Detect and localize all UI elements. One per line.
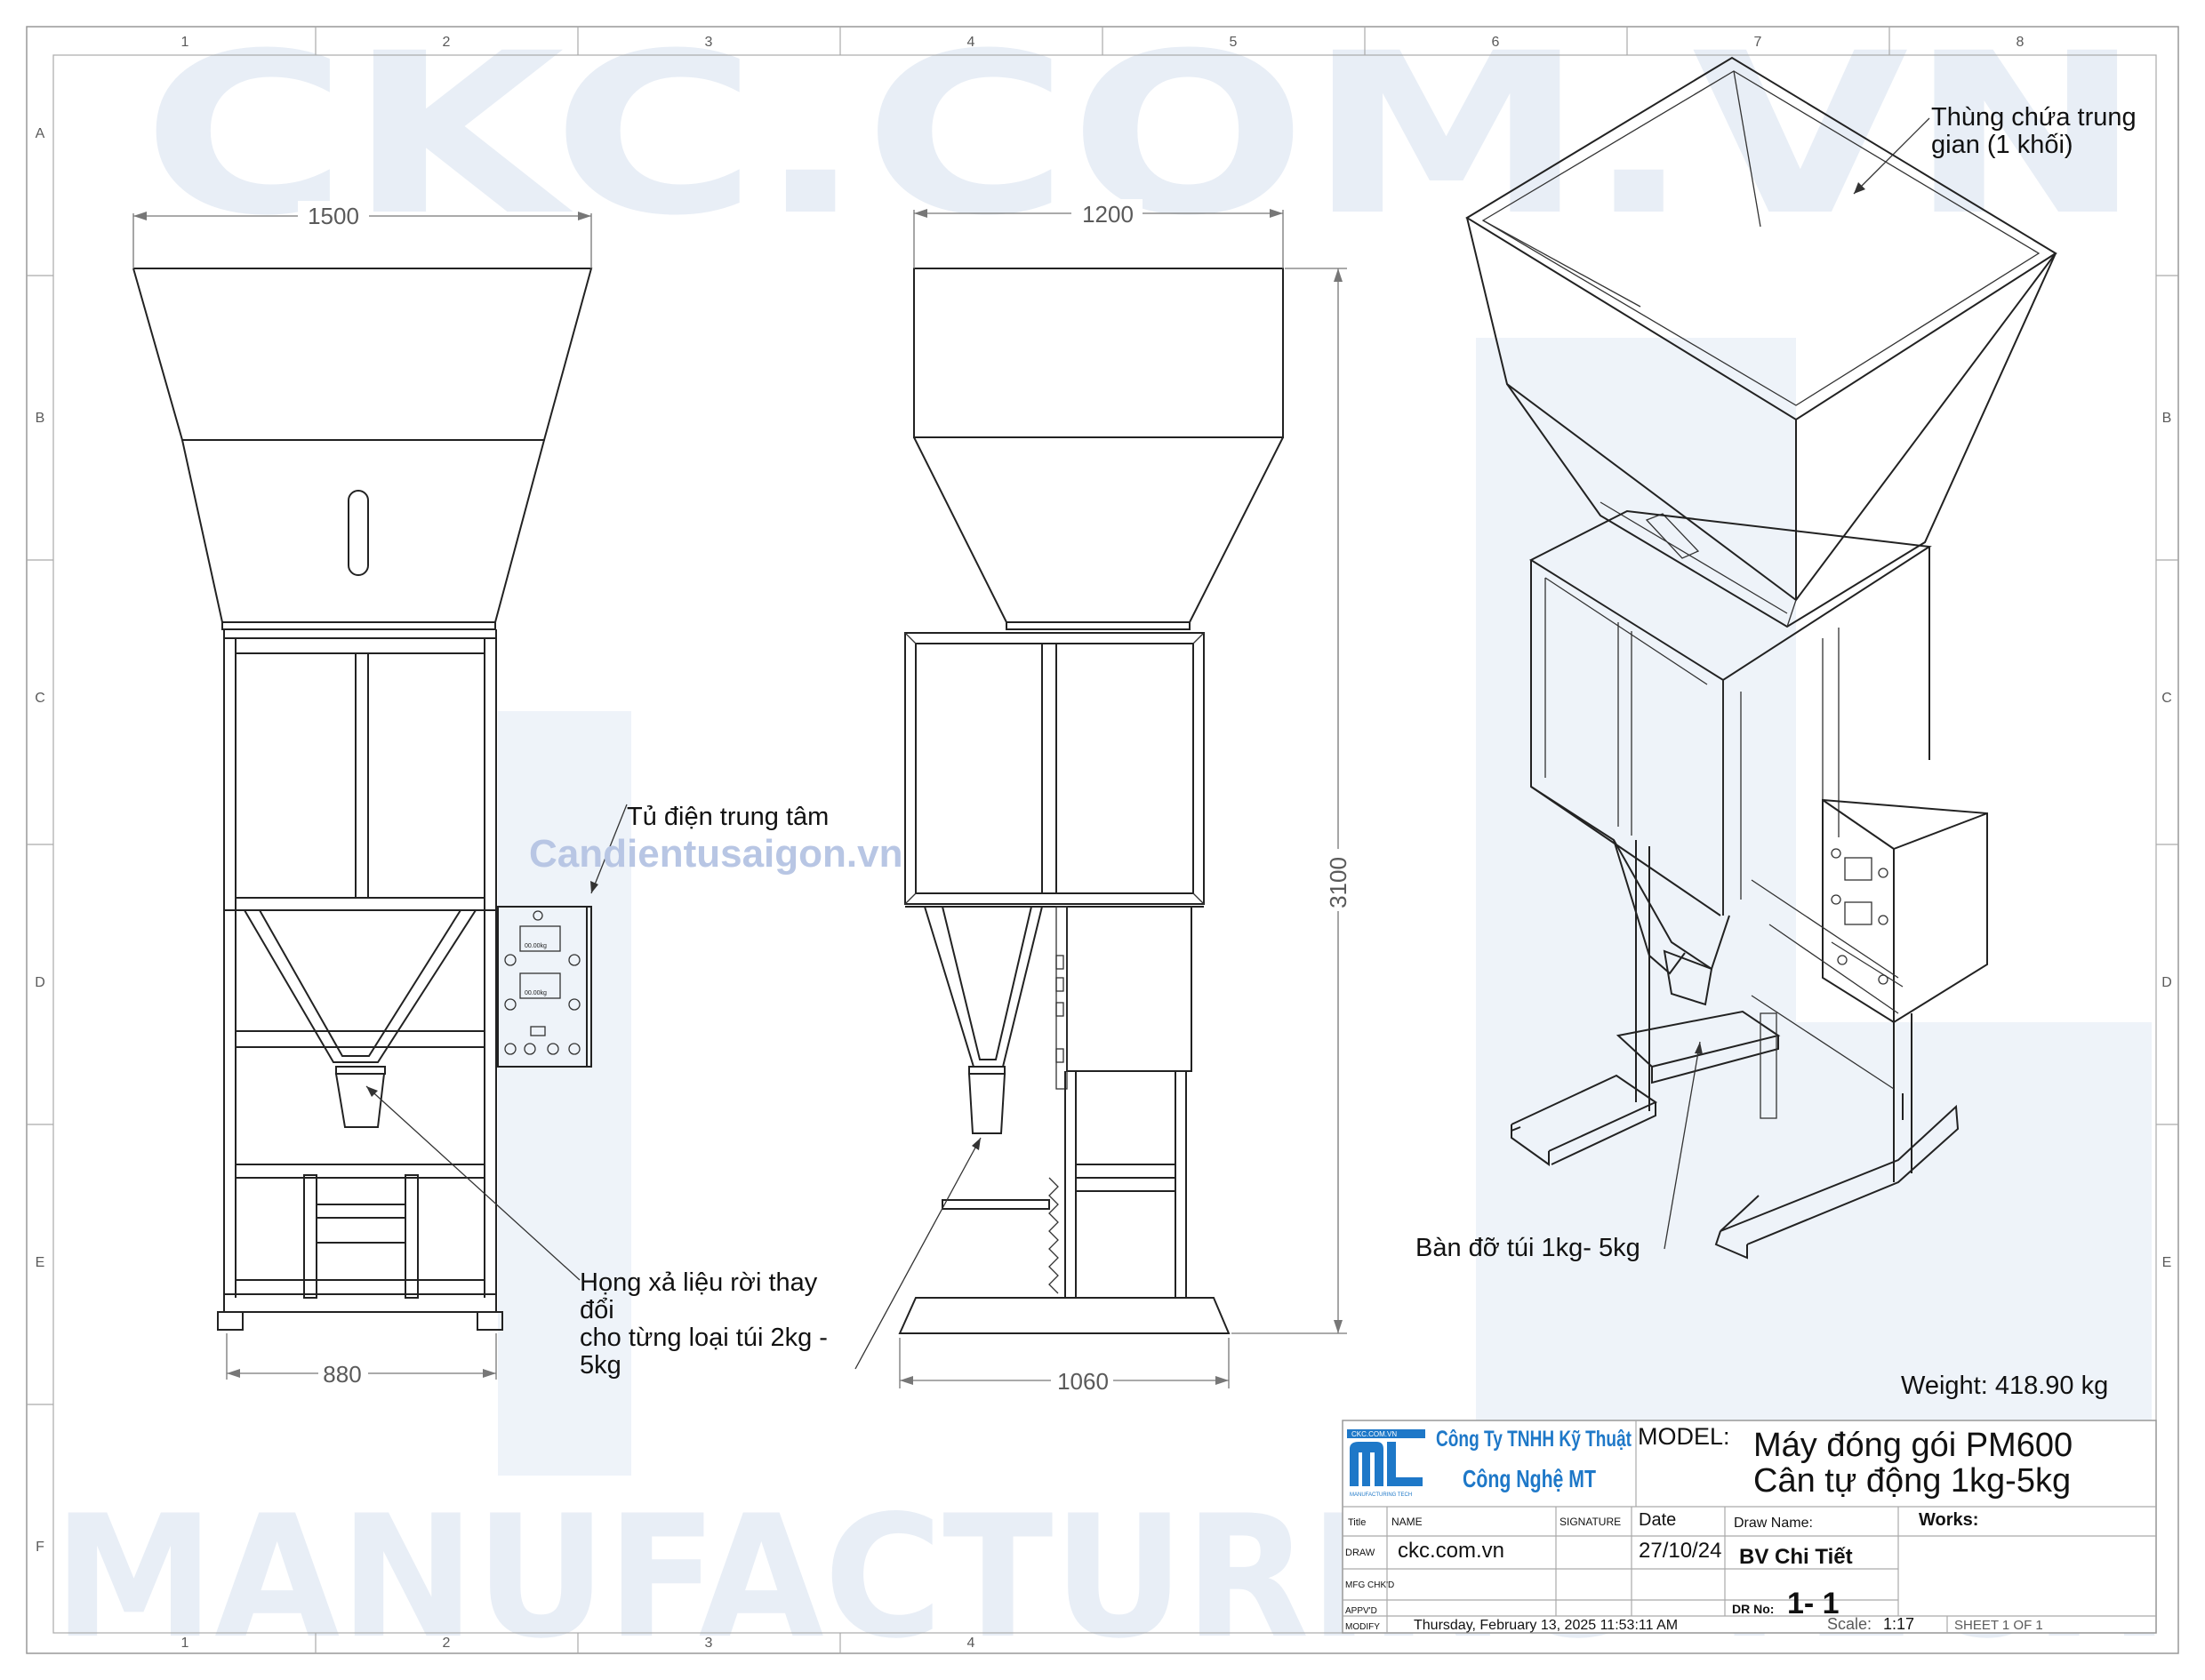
model-label: MODEL:: [1638, 1423, 1730, 1450]
column-number: 5: [1230, 35, 1238, 50]
row-letter: C: [2161, 691, 2172, 706]
column-number: 3: [705, 1636, 713, 1651]
callout-hopper-line1: Thùng chứa trung: [1931, 103, 2137, 132]
front-view: 00.00kg 00.00kg: [132, 268, 593, 1331]
column-number: 4: [967, 1636, 975, 1651]
callout-hopper-line2: gian (1 khối): [1931, 131, 2073, 159]
company-name-line2: Công Nghệ MT: [1463, 1465, 1596, 1492]
dimension-front-top: 1500: [308, 203, 359, 229]
side-view: [898, 268, 1284, 1334]
display-readout: 00.00kg: [525, 943, 547, 949]
row-appvd: APPV'D: [1345, 1606, 1377, 1616]
logo-mark: [1350, 1442, 1383, 1486]
column-number: 2: [443, 35, 451, 50]
row-mfg-chkd: MFG CHK'D: [1345, 1580, 1394, 1590]
row-letter: E: [36, 1255, 45, 1270]
row-draw: DRAW: [1345, 1548, 1375, 1558]
column-number: 8: [2017, 35, 2025, 50]
row-letter: B: [2162, 411, 2172, 426]
scale-value: 1:17: [1883, 1615, 1914, 1633]
callout-chute-line2: đổi: [580, 1296, 614, 1324]
works-label: Works:: [1919, 1510, 1978, 1530]
callout-chute-line4: 5kg: [580, 1351, 621, 1380]
row-letter: C: [35, 691, 45, 706]
watermark-shape: [1796, 1022, 2152, 1467]
callout-table: Bàn đỡ túi 1kg- 5kg: [1415, 1234, 1640, 1262]
model-line2: Cân tự động 1kg-5kg: [1753, 1462, 2071, 1500]
column-number: 3: [705, 35, 713, 50]
watermark-site: Candientusaigon.vn: [529, 832, 902, 876]
row-letter: D: [35, 975, 45, 990]
logo-bottom-text: MANUFACTURING TECH: [1350, 1492, 1412, 1498]
company-name-line1: Công Ty TNHH Kỹ Thuật: [1436, 1427, 1632, 1452]
dr-no-label: DR No:: [1732, 1602, 1774, 1616]
logo-mark: [1387, 1442, 1423, 1486]
callouts: Thùng chứa trung gian (1 khối) Tủ điện t…: [365, 103, 2137, 1400]
row-letter: F: [36, 1540, 44, 1555]
draw-date: 27/10/24: [1639, 1539, 1721, 1563]
column-number: 7: [1754, 35, 1762, 50]
drawing-name: BV Chi Tiết: [1739, 1545, 1853, 1569]
scale-label: Scale:: [1827, 1615, 1872, 1633]
modify-date: Thursday, February 13, 2025 11:53:11 AM: [1414, 1618, 1678, 1633]
callout-chute-line1: Họng xả liệu rời thay: [580, 1268, 818, 1297]
row-letter: B: [36, 411, 45, 426]
callout-chute-line3: cho từng loại túi 2kg -: [580, 1324, 828, 1352]
dimension-side-base: 1060: [1057, 1368, 1109, 1395]
sheet-number: SHEET 1 OF 1: [1954, 1618, 2043, 1633]
row-letter: A: [36, 126, 45, 141]
weight-label: Weight: 418.90 kg: [1901, 1372, 2108, 1400]
col-date: Date: [1639, 1510, 1676, 1530]
row-letter: E: [2162, 1255, 2172, 1270]
draw-name-label: Draw Name:: [1734, 1516, 1813, 1531]
watermark-shape: [498, 711, 631, 1476]
row-modify: MODIFY: [1345, 1622, 1380, 1632]
callout-panel: Tủ điện trung tâm: [627, 803, 829, 831]
model-line1: Máy đóng gói PM600: [1753, 1427, 2073, 1464]
column-number: 1: [181, 35, 189, 50]
dimension-height: 3100: [1325, 857, 1351, 908]
logo-top-text: CKC.COM.VN: [1351, 1430, 1397, 1438]
isometric-view: [1465, 56, 2057, 1260]
draw-name-value: ckc.com.vn: [1398, 1539, 1504, 1563]
col-signature: SIGNATURE: [1560, 1516, 1621, 1528]
display-readout: 00.00kg: [525, 990, 547, 996]
dimension-side-top: 1200: [1082, 201, 1134, 228]
col-title: Title: [1348, 1517, 1366, 1528]
dimension-front-base: 880: [323, 1361, 361, 1388]
dimension-lines: 1500 1200 880 1060 3100: [132, 199, 1351, 1395]
column-number: 1: [181, 1636, 189, 1651]
row-letter: D: [2161, 975, 2172, 990]
col-name: NAME: [1391, 1516, 1423, 1528]
column-number: 2: [443, 1636, 451, 1651]
title-block: CKC.COM.VN MANUFACTURING TECH Công Ty TN…: [1342, 1420, 2157, 1634]
sheet-frame: 1 2 3 4 5 6 7 8 1 2 3 4 A B C D E F B C …: [26, 26, 2179, 1654]
column-number: 4: [967, 35, 975, 50]
column-number: 6: [1492, 35, 1500, 50]
dr-no: 1- 1: [1787, 1587, 1840, 1620]
